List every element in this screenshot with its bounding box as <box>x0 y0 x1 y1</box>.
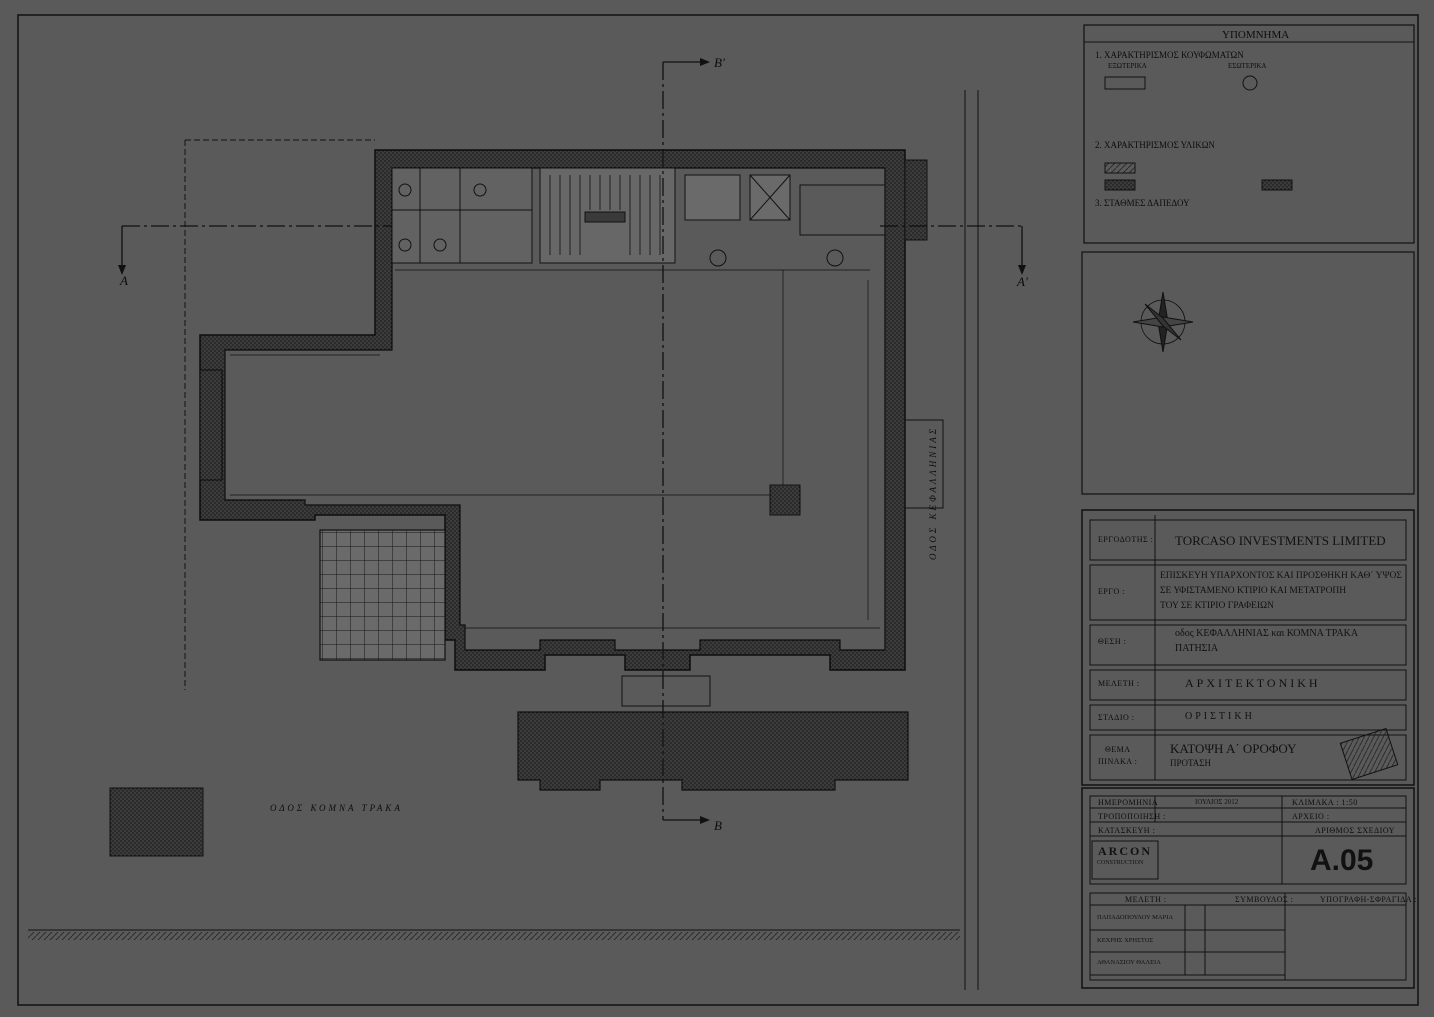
drawing-number: A.05 <box>1310 844 1374 877</box>
location-label: ΘΕΣΗ : <box>1098 637 1127 646</box>
date-label: ΗΜΕΡΟΜΗΝΙΑ <box>1098 798 1159 807</box>
sheet-label-2: ΠΙΝΑΚΑ : <box>1098 757 1138 766</box>
project-label: ΕΡΓΟ : <box>1098 587 1125 596</box>
person-2: ΚΕΧΡΗΣ ΧΡΗΣΤΟΣ <box>1097 937 1154 944</box>
file-label: ΑΡΧΕΙΟ : <box>1292 812 1330 821</box>
legend-section-3: 3. ΣΤΑΘΜΕΣ ΔΑΠΕΔΟΥ <box>1095 198 1190 208</box>
constructor-label: ΚΑΤΑΣΚΕΥΗ : <box>1098 826 1156 835</box>
legend-interior: ΕΣΩΤΕΡΙΚΑ <box>1228 62 1267 70</box>
scale-label: ΚΛΙΜΑΚΑ : 1:50 <box>1292 798 1358 807</box>
stage-label: ΣΤΑΔΙΟ : <box>1098 713 1135 722</box>
company-logo: ARCON <box>1098 844 1152 858</box>
legend-title: ΥΠΟΜΝΗΜΑ <box>1222 29 1290 41</box>
street-kefallinias: ΟΔΟΣ ΚΕΦΑΛΛΗΝΙΑΣ <box>928 425 938 560</box>
section-b-label: B <box>714 818 722 833</box>
person-1: ΠΑΠΑΔΟΠΟΥΛΟΥ ΜΑΡΙΑ <box>1097 914 1174 921</box>
legend-section-1: 1. ΧΑΡΑΚΤΗΡΙΣΜΟΣ ΚΟΥΦΩΜΑΤΩΝ <box>1095 50 1244 60</box>
section-b-prime-label: B' <box>714 55 725 70</box>
building-walls <box>199 149 906 671</box>
legend-exterior: ΕΞΩΤΕΡΙΚΑ <box>1108 62 1147 70</box>
sheet-label-1: ΘΕΜΑ <box>1105 745 1131 754</box>
date-value: ΙΟΥΛΙΟΣ 2012 <box>1195 798 1239 806</box>
legend-section-2: 2. ΧΑΡΑΚΤΗΡΙΣΜΟΣ ΥΛΙΚΩΝ <box>1095 140 1215 150</box>
person-3: ΑΘΑΝΑΣΙΟΥ ΘΑΛΕΙΑ <box>1097 959 1161 966</box>
drawing-no-label: ΑΡΙΘΜΟΣ ΣΧΕΔΙΟΥ <box>1315 826 1395 835</box>
study-col-label: ΜΕΛΕΤΗ : <box>1125 895 1167 904</box>
location-value-1: οδος ΚΕΦΑΛΛΗΝΙΑΣ και ΚΟΜΝΑ ΤΡΑΚΑ <box>1175 628 1359 639</box>
project-value-3: ΤΟΥ ΣΕ ΚΤΙΡΙΟ ΓΡΑΦΕΙΩΝ <box>1160 601 1274 611</box>
company-sub: CONSTRUCTION <box>1097 860 1144 866</box>
owner-label: ΕΡΓΟΔΟΤΗΣ : <box>1098 535 1154 544</box>
study-label: ΜΕΛΕΤΗ : <box>1098 679 1140 688</box>
project-value-2: ΣΕ ΥΦΙΣΤΑΜΕΝΟ ΚΤΙΡΙΟ ΚΑΙ ΜΕΤΑΤΡΟΠΗ <box>1160 586 1347 596</box>
compass-rose <box>1132 291 1194 353</box>
study-value: ΑΡΧΙΤΕΚΤΟΝΙΚΗ <box>1185 676 1321 690</box>
revision-label: ΤΡΟΠΟΠΟΙΗΣΗ : <box>1098 812 1166 821</box>
sheet-value-2: ΠΡΟΤΑΣΗ <box>1170 758 1212 768</box>
stage-value: ΟΡΙΣΤΙΚΗ <box>1185 711 1255 722</box>
sign-col-label: ΥΠΟΓΡΑΦΗ-ΣΦΡΑΓΙΔΑ : <box>1320 895 1417 904</box>
owner-value: TORCASO INVESTMENTS LIMITED <box>1175 533 1386 548</box>
street-komna-traka: ΟΔΟΣ ΚΟΜΝΑ ΤΡΑΚΑ <box>270 803 403 813</box>
advisor-col-label: ΣΥΜΒΟΥΛΟΣ : <box>1235 895 1294 904</box>
sheet-value-1: ΚΑΤΟΨΗ Α΄ ΟΡΟΦΟΥ <box>1170 741 1297 756</box>
location-value-2: ΠΑΤΗΣΙΑ <box>1175 643 1219 654</box>
section-a-prime-label: A' <box>1017 274 1028 289</box>
section-a-label: A <box>120 273 128 288</box>
project-value-1: ΕΠΙΣΚΕΥΗ ΥΠΑΡΧΟΝΤΟΣ ΚΑΙ ΠΡΟΣΘΗΚΗ ΚΑΘ΄ ΥΨ… <box>1160 571 1402 581</box>
